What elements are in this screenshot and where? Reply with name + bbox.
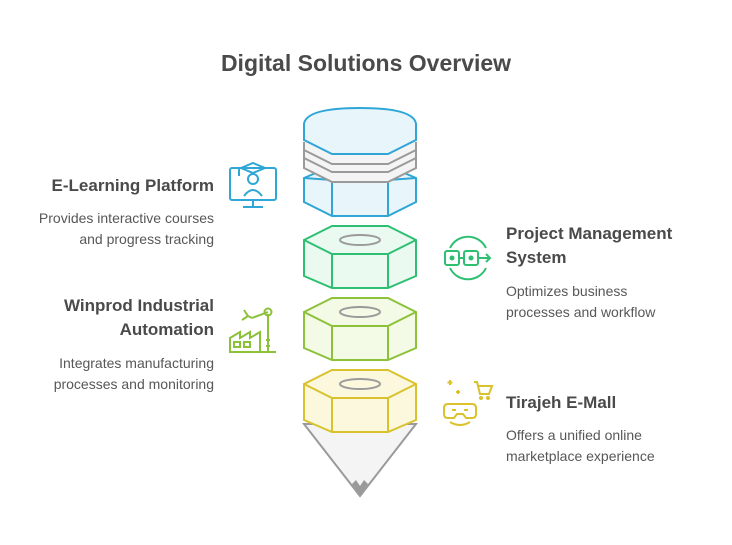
item-3-desc-line-1: Integrates manufacturing <box>59 355 214 371</box>
item-1-desc-line-2: and progress tracking <box>79 231 214 247</box>
item-1-name: E-Learning Platform <box>10 174 214 198</box>
item-1-name-line-1: E-Learning Platform <box>51 176 214 195</box>
item-3-name-line-1: Winprod Industrial <box>63 296 214 315</box>
item-3-name: Winprod Industrial Automation <box>10 294 214 342</box>
item-1-description: Provides interactive courses and progres… <box>10 208 214 250</box>
item-4-desc-line-1: Offers a unified online <box>506 427 642 443</box>
workflow-nodes-icon <box>444 235 492 281</box>
item-4-desc-line-2: marketplace experience <box>506 448 655 464</box>
page-title: Digital Solutions Overview <box>220 50 512 76</box>
item-2-description: Optimizes business processes and workflo… <box>506 281 716 323</box>
item-2-desc-line-2: processes and workflow <box>506 304 656 320</box>
stack-segment-lime <box>303 297 417 361</box>
item-4-name: Tirajeh E-Mall <box>506 391 716 415</box>
vr-headset-cart-icon <box>443 380 494 426</box>
stack-segment-green <box>303 225 417 289</box>
item-1-desc-line-1: Provides interactive courses <box>38 210 214 226</box>
stack-segment-yellow <box>301 369 419 498</box>
item-2-desc-line-1: Optimizes business <box>506 283 628 299</box>
item-2-name: Project Management System <box>506 222 716 270</box>
stack-segment-top <box>303 106 417 217</box>
graduation-cap-monitor-icon <box>229 161 277 208</box>
item-3-description: Integrates manufacturing processes and m… <box>10 353 214 395</box>
item-4-name-line-1: Tirajeh E-Mall <box>506 393 617 412</box>
item-4-description: Offers a unified online marketplace expe… <box>506 425 716 467</box>
item-3-desc-line-2: processes and monitoring <box>53 376 214 392</box>
robot-arm-factory-icon <box>229 307 276 353</box>
item-3-name-line-2: Automation <box>119 320 214 339</box>
item-2-name-line-1: Project Management <box>506 224 673 243</box>
item-2-name-line-2: System <box>506 248 567 267</box>
